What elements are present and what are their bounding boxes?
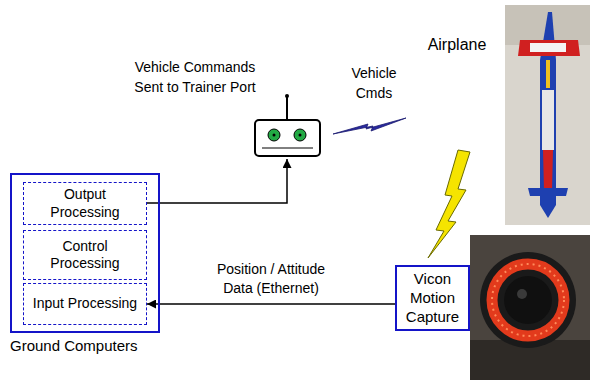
radio-link xyxy=(333,118,406,134)
system-box: Ground ComputersOutput ProcessingControl… xyxy=(10,173,160,333)
group-heading: Ground Computers xyxy=(10,337,138,356)
box-text: Input Processing xyxy=(33,295,137,313)
box-text: Vicon Motion Capture xyxy=(401,270,464,326)
vehicle-label: Airplane xyxy=(414,34,500,56)
tracking-link xyxy=(428,150,470,258)
transmitter-label: Vehicle Commands Sent to Trainer Port xyxy=(125,58,265,97)
data-link xyxy=(147,303,395,305)
link-label: Position / Attitude Data (Ethernet) xyxy=(201,260,341,299)
sensor-box: Vicon Motion Capture xyxy=(395,265,470,331)
link-label: Vehicle Cmds xyxy=(343,64,405,103)
box-text: Output Processing xyxy=(32,186,138,221)
process-box: Input Processing xyxy=(23,283,147,325)
process-box: Output Processing xyxy=(23,182,147,225)
box-text: Control Processing xyxy=(32,238,138,273)
camera-photo xyxy=(470,235,590,380)
transmitter-icon xyxy=(255,94,320,156)
airplane-photo xyxy=(505,5,590,225)
command-wire xyxy=(147,159,287,203)
process-box: Control Processing xyxy=(23,230,147,280)
